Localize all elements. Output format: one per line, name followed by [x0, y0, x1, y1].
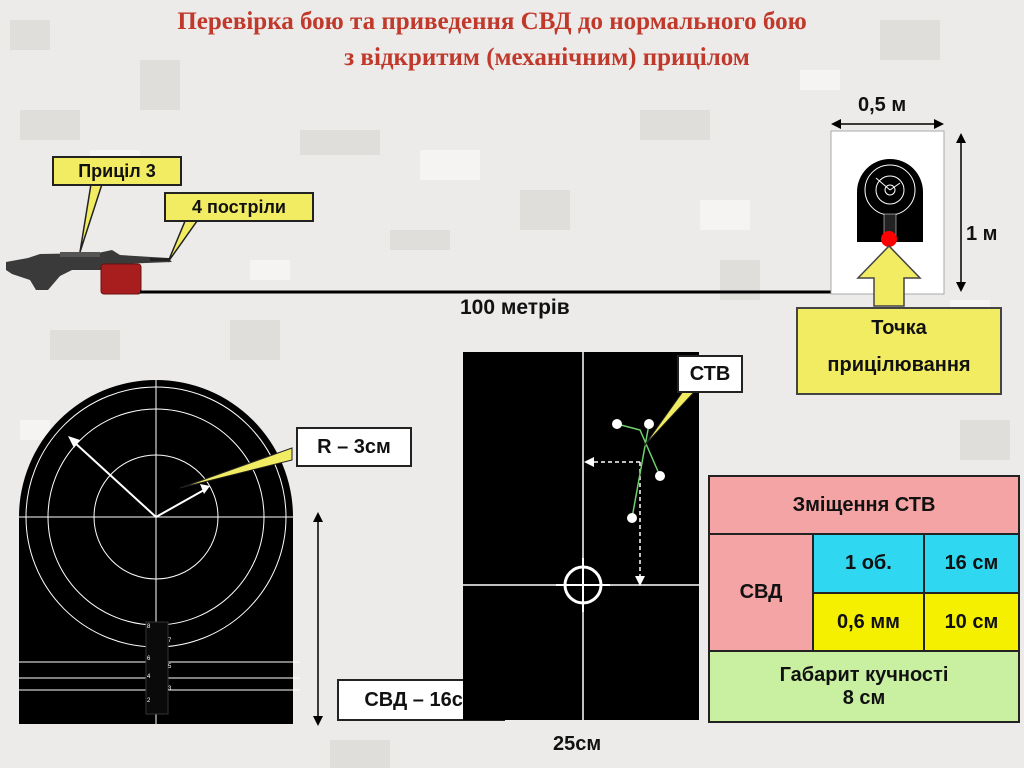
table-cell-2-1: 0,6 мм	[812, 591, 925, 653]
grid-height-label: 30см	[471, 504, 520, 526]
table-cell-2-2: 10 см	[922, 591, 1021, 653]
target-black-area	[857, 159, 923, 242]
scale-number: 4	[147, 674, 151, 680]
scale-number: 7	[168, 638, 172, 644]
scale-number: 3	[168, 686, 172, 692]
muzzle-block	[100, 263, 142, 295]
table-header: Зміщення СТВ	[708, 474, 1020, 536]
scale-numbers: 8 7 6 5 4 3 2	[147, 624, 172, 704]
title-line-1: Перевірка бою та приведення СВД до норма…	[177, 8, 807, 35]
grid-width-label: 25см	[553, 733, 602, 755]
radius-callout-pointer	[179, 447, 293, 489]
hit-4	[627, 513, 637, 523]
target-height-label: 1 м	[966, 223, 998, 245]
scale-number: 2	[147, 698, 151, 704]
hit-1	[612, 419, 622, 429]
scale-number: 8	[147, 624, 151, 630]
rifle-icon	[6, 250, 172, 290]
big-target: 8 7 6 5 4 3 2	[19, 380, 323, 726]
aim-point-callout: Точка прицілювання	[796, 307, 1002, 395]
aim-point-arrow	[856, 244, 922, 307]
scale-number: 5	[168, 664, 172, 670]
table-row-label: СВД	[708, 533, 814, 653]
shots-callout: 4 постріли	[164, 192, 314, 222]
shooting-scene	[6, 119, 966, 307]
table-cell-1-2: 16 см	[922, 533, 1021, 594]
scale-number: 6	[147, 656, 151, 662]
table-footer: Габарит кучності 8 см	[708, 650, 1020, 723]
aim-point-line-2: прицілювання	[827, 354, 971, 376]
aim-dot	[881, 231, 897, 247]
hit-2	[644, 419, 654, 429]
table-footer-line-1: Габарит кучності	[779, 663, 949, 686]
stv-offset-table: Зміщення СТВ СВД 1 об. 16 см 0,6 мм 10 с…	[708, 474, 1021, 723]
title-line-2: з відкритим (механічним) прицілом	[344, 44, 750, 71]
sight-callout-pointer	[79, 177, 106, 253]
page-title: Перевірка бою та приведення СВД до норма…	[0, 4, 1024, 76]
distance-label: 100 метрів	[460, 296, 570, 319]
table-cell-1-1: 1 об.	[812, 533, 925, 594]
aim-point-line-1: Точка	[871, 317, 927, 339]
grid-target	[463, 352, 699, 720]
target-width-label: 0,5 м	[858, 94, 907, 116]
radius-callout: R – 3см	[296, 427, 412, 467]
table-footer-line-2: 8 см	[842, 686, 886, 709]
hit-3	[655, 471, 665, 481]
sight-callout: Приціл 3	[52, 156, 182, 186]
stv-callout: СТВ	[677, 355, 743, 393]
